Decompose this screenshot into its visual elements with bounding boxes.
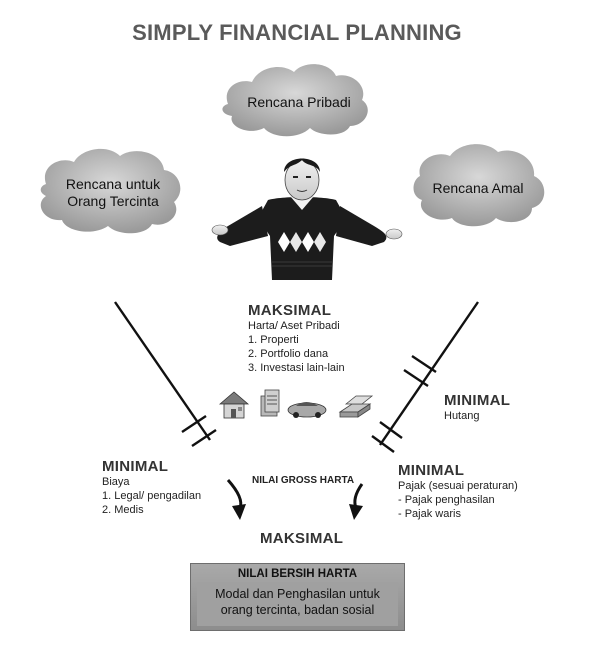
minimal-tax-heading: MINIMAL xyxy=(398,462,465,479)
cloud-left-label: Rencana untuk Orang Tercinta xyxy=(50,176,176,210)
arrow-down-right xyxy=(349,483,364,520)
maksimal-assets-heading: MAKSIMAL xyxy=(248,302,332,319)
maksimal-net-heading: MAKSIMAL xyxy=(260,530,344,547)
maksimal-assets-block: MAKSIMAL Harta/ Aset Pribadi 1. Properti… xyxy=(248,302,345,375)
maksimal-assets-subtitle: Harta/ Aset Pribadi xyxy=(248,320,340,332)
break-mark-right-upper xyxy=(403,355,437,387)
minimal-cost-list: Biaya 1. Legal/ pengadilan 2. Medis xyxy=(102,475,201,517)
minimal-tax-list: Pajak (sesuai peraturan) - Pajak penghas… xyxy=(398,479,518,521)
maksimal-assets-item: 2. Portfolio dana xyxy=(248,348,329,360)
house-icon xyxy=(218,391,250,419)
minimal-cost-item: 1. Legal/ pengadilan xyxy=(102,490,202,502)
money-icon xyxy=(260,389,280,417)
cloud-left-line-2: Orang Tercinta xyxy=(67,193,159,209)
maksimal-assets-item: 3. Investasi lain-lain xyxy=(248,362,345,374)
maksimal-assets-list: Harta/ Aset Pribadi 1. Properti 2. Portf… xyxy=(248,319,345,375)
minimal-tax-block: MINIMAL Pajak (sesuai peraturan) - Pajak… xyxy=(398,462,518,521)
minimal-tax-item: - Pajak penghasilan xyxy=(398,494,495,506)
funnel-lines xyxy=(114,301,479,446)
minimal-cost-heading: MINIMAL xyxy=(102,458,169,475)
net-value-desc-line-1: Modal dan Penghasilan untuk xyxy=(215,587,380,601)
cloud-right xyxy=(413,144,545,227)
minimal-debt-subtitle: Hutang xyxy=(444,410,480,422)
minimal-cost-subtitle: Biaya xyxy=(102,476,130,488)
net-value-inner xyxy=(197,582,398,626)
minimal-cost-item: 2. Medis xyxy=(102,504,144,516)
gross-value-label: NILAI GROSS HARTA xyxy=(252,475,355,486)
cloud-top xyxy=(222,64,368,137)
cloud-right-label: Rencana Amal xyxy=(432,180,524,196)
cloud-top-label: Rencana Pribadi xyxy=(247,94,351,110)
minimal-cost-block: MINIMAL Biaya 1. Legal/ pengadilan 2. Me… xyxy=(102,458,201,517)
break-mark-right-lower xyxy=(371,421,403,453)
minimal-tax-item: - Pajak waris xyxy=(398,508,461,520)
page-title: SIMPLY FINANCIAL PLANNING xyxy=(132,20,462,45)
cloud-left-line-1: Rencana untuk xyxy=(65,176,161,192)
net-value-title: NILAI BERSIH HARTA xyxy=(237,568,358,580)
net-value-desc-line-2: orang tercinta, badan sosial xyxy=(220,603,375,617)
break-mark-left xyxy=(181,415,217,447)
minimal-tax-subtitle: Pajak (sesuai peraturan) xyxy=(398,480,518,492)
car-icon xyxy=(287,402,327,418)
maksimal-assets-item: 1. Properti xyxy=(248,334,299,346)
minimal-debt-block: MINIMAL Hutang xyxy=(444,392,510,423)
net-value-desc: Modal dan Penghasilan untuk orang tercin… xyxy=(191,586,404,618)
cloud-left xyxy=(40,148,181,234)
person-figure xyxy=(211,158,403,280)
arrow-down-left xyxy=(226,479,246,520)
gold-bars-icon xyxy=(338,395,374,418)
minimal-debt-heading: MINIMAL xyxy=(444,392,511,409)
net-value-box: NILAI BERSIH HARTA Modal dan Penghasilan… xyxy=(190,563,405,631)
